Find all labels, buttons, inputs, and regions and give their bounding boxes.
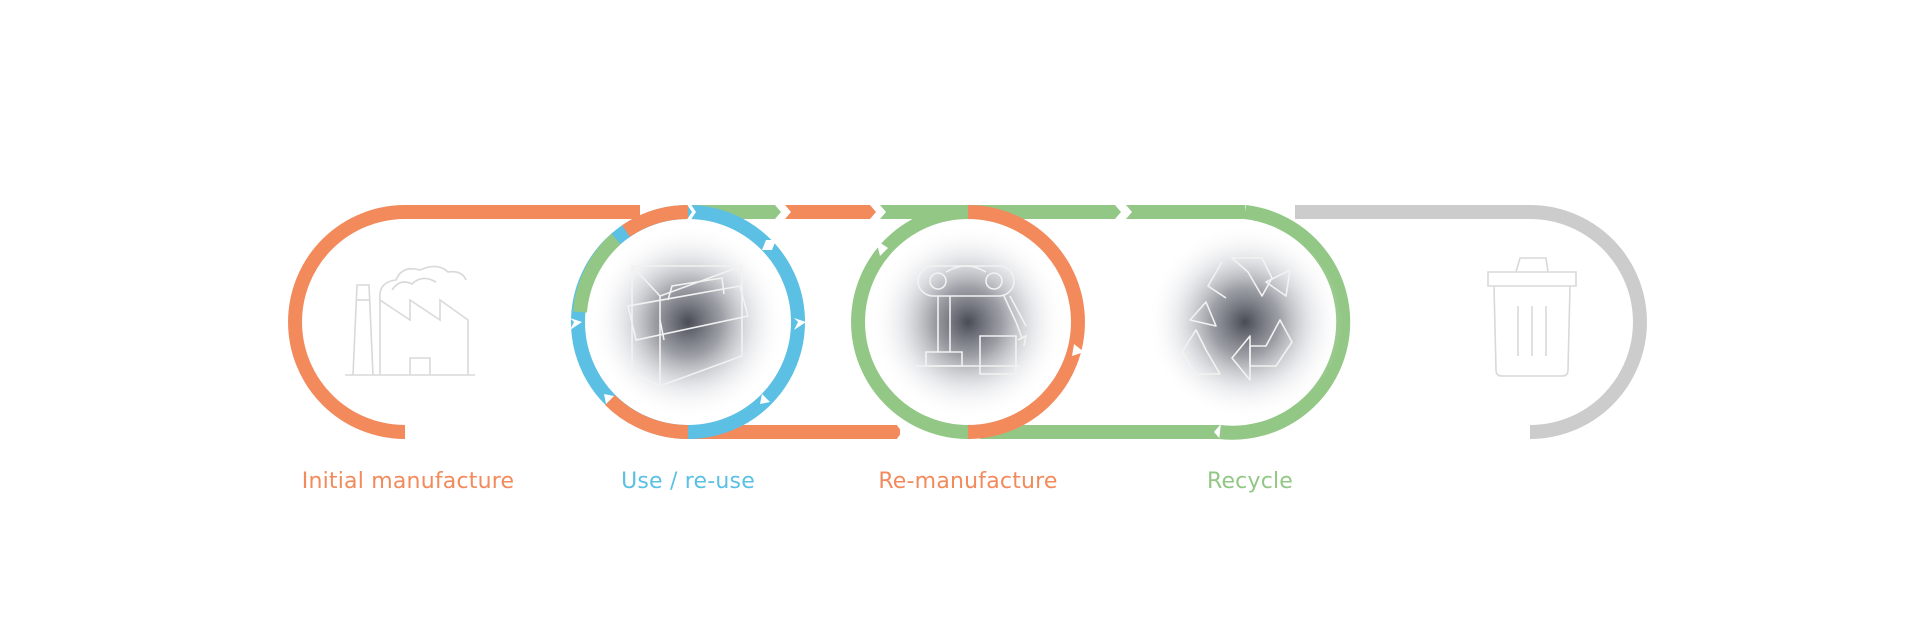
chevron-gap [604,394,614,404]
remanufacture-halo [870,224,1066,420]
stage-label-re-manufacture: Re-manufacture [878,469,1058,494]
top-track-segment [1126,205,1245,219]
chevron-gap [570,318,582,330]
chevron-gap [794,318,806,330]
top-track-segment [785,205,876,219]
use-ring-top-arc [622,204,689,237]
chevron-gap [762,240,776,250]
chevron-gap [876,240,888,256]
recycle-icon [1181,257,1293,381]
factory-icon [345,265,475,376]
landfill-loop [1295,205,1647,439]
trash-can-icon [1487,257,1577,377]
stage-label-use-reuse: Use / re-use [621,469,755,494]
use-ring-orange-arc [605,394,689,440]
use-ring-green-arc [573,233,621,313]
boxes-icon [627,265,749,387]
robot-arm-icon [916,265,1028,375]
recycle-halo [1147,224,1343,420]
chevron-gap [686,203,696,221]
stage-label-recycle: Recycle [1206,469,1294,494]
stage-label-initial-manufacture: Initial manufacture [301,469,515,494]
chevron-gap [1072,344,1084,356]
initial-manufacture-loop [288,205,640,439]
remanufacture-ring-orange-arc [967,205,1085,439]
bottom-track-segment [690,425,900,439]
chevron-gap [896,424,906,440]
remanufacture-ring-green-arc [851,205,969,439]
chevron-gap [760,394,770,404]
recycle-ring-arc [1219,205,1351,440]
bottom-track-segment [980,425,1220,439]
use-halo [590,224,786,420]
chevron-gap [1340,270,1354,282]
